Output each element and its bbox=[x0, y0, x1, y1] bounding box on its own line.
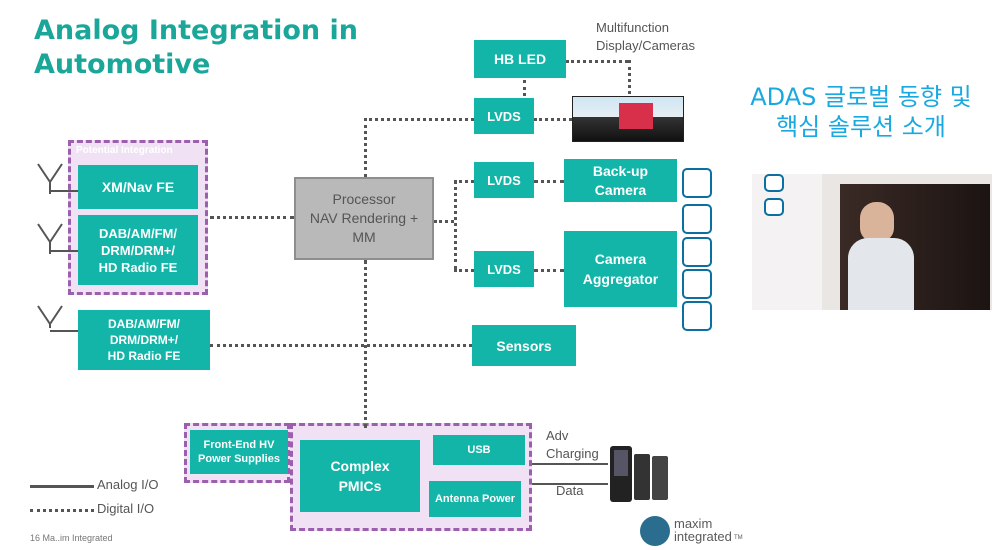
analog-line bbox=[532, 463, 608, 465]
hb-led-box: HB LED bbox=[474, 40, 566, 78]
dashboard-display-image bbox=[572, 96, 684, 142]
dab-radio-label: DAB/AM/FM/ DRM/DRM+/ HD Radio FE bbox=[98, 225, 178, 275]
analog-line bbox=[50, 250, 78, 252]
title-line-2: Automotive bbox=[34, 49, 211, 80]
lvds-box-bottom: LVDS bbox=[474, 251, 534, 287]
dab-radio-label-2: DAB/AM/FM/ DRM/DRM+/ HD Radio FE bbox=[107, 317, 181, 363]
antenna-power-label: Antenna Power bbox=[434, 493, 516, 505]
digital-line bbox=[534, 269, 564, 272]
slide-footer: 16 Ma..im Integrated bbox=[30, 533, 113, 543]
antenna-icon bbox=[37, 223, 63, 254]
camera-aggregator-box: Camera Aggregator bbox=[564, 231, 677, 307]
video-camera-icon bbox=[764, 174, 784, 192]
video-camera-icon bbox=[682, 269, 712, 299]
analog-line bbox=[50, 190, 78, 192]
dab-radio-box: DAB/AM/FM/ DRM/DRM+/ HD Radio FE bbox=[78, 215, 198, 285]
legend-analog-line bbox=[30, 485, 94, 488]
camera-aggregator-label: Camera Aggregator bbox=[582, 251, 659, 287]
digital-line bbox=[364, 118, 474, 121]
slide-title: Analog Integration in Automotive bbox=[34, 14, 358, 82]
front-end-hv-box: Front-End HV Power Supplies bbox=[190, 430, 288, 474]
digital-line bbox=[534, 180, 564, 183]
adv-charging-label: Adv Charging bbox=[546, 428, 599, 461]
sensors-box: Sensors bbox=[472, 325, 576, 366]
sensors-label: Sensors bbox=[496, 337, 552, 354]
lvds-label: LVDS bbox=[487, 108, 521, 124]
digital-line bbox=[534, 118, 572, 121]
video-camera-icon bbox=[682, 301, 712, 331]
multifunction-label: Multifunction Display/Cameras bbox=[596, 20, 695, 53]
digital-line bbox=[566, 60, 628, 63]
phone-icon bbox=[652, 456, 668, 500]
usb-box: USB bbox=[433, 435, 525, 465]
title-line-1: Analog Integration in bbox=[34, 15, 359, 46]
maxim-logo-text: maxim integrated bbox=[674, 516, 732, 544]
digital-line bbox=[434, 220, 454, 223]
lvds-label: LVDS bbox=[487, 172, 521, 188]
video-camera-icon bbox=[764, 198, 784, 216]
potential-integration-label: Potential Integration bbox=[76, 145, 173, 156]
webinar-title: ADAS 글로벌 동향 및 핵심 솔루션 소개 bbox=[731, 82, 991, 142]
analog-line bbox=[50, 330, 78, 332]
analog-line bbox=[532, 483, 608, 485]
complex-pmics-label: Complex PMICs bbox=[330, 458, 390, 494]
backup-camera-label: Back-up Camera bbox=[592, 162, 649, 198]
digital-line bbox=[364, 118, 367, 177]
antenna-icon bbox=[37, 305, 63, 328]
digital-line bbox=[454, 180, 474, 183]
processor-label: Processor NAV Rendering + MM bbox=[309, 191, 419, 245]
video-camera-icon bbox=[682, 204, 712, 234]
lvds-box-top: LVDS bbox=[474, 98, 534, 134]
maxim-logo-icon bbox=[640, 516, 670, 546]
presenter-body bbox=[848, 238, 914, 310]
video-screen-area bbox=[752, 174, 822, 310]
video-camera-icon bbox=[682, 168, 712, 198]
backup-camera-box: Back-up Camera bbox=[564, 159, 677, 202]
lvds-label: LVDS bbox=[487, 261, 521, 277]
processor-box: Processor NAV Rendering + MM bbox=[294, 177, 434, 260]
hb-led-label: HB LED bbox=[493, 51, 547, 67]
video-camera-icon bbox=[682, 237, 712, 267]
legend-digital-label: Digital I/O bbox=[97, 501, 155, 516]
front-end-hv-label: Front-End HV Power Supplies bbox=[198, 439, 280, 465]
digital-line bbox=[364, 260, 367, 428]
antenna-icons bbox=[37, 163, 63, 328]
digital-line bbox=[454, 269, 474, 272]
webinar-title-line-2: 핵심 솔루션 소개 bbox=[776, 113, 946, 141]
maxim-logo-tm: TM bbox=[734, 535, 743, 541]
phones-image bbox=[610, 446, 668, 502]
phone-screen bbox=[614, 450, 628, 476]
complex-pmics-box: Complex PMICs bbox=[300, 440, 420, 512]
digital-line bbox=[523, 80, 526, 96]
digital-line bbox=[628, 60, 631, 94]
phone-icon bbox=[634, 454, 650, 500]
lvds-box-mid: LVDS bbox=[474, 162, 534, 198]
legend-analog-label: Analog I/O bbox=[97, 477, 159, 492]
display-building bbox=[619, 103, 653, 129]
digital-line bbox=[210, 216, 294, 219]
digital-line bbox=[210, 344, 472, 347]
digital-line bbox=[454, 180, 457, 270]
xm-nav-fe-box: XM/Nav FE bbox=[78, 165, 198, 209]
legend-digital-line bbox=[30, 509, 94, 512]
usb-label: USB bbox=[467, 444, 491, 456]
antenna-power-box: Antenna Power bbox=[429, 481, 521, 517]
presenter-video bbox=[752, 174, 992, 310]
webinar-title-line-1: ADAS 글로벌 동향 및 bbox=[750, 83, 972, 111]
xm-nav-fe-label: XM/Nav FE bbox=[101, 179, 175, 195]
data-label: Data bbox=[556, 483, 584, 498]
presenter-head bbox=[860, 202, 894, 242]
antenna-icon bbox=[37, 163, 63, 194]
dab-radio-box-2: DAB/AM/FM/ DRM/DRM+/ HD Radio FE bbox=[78, 310, 210, 370]
